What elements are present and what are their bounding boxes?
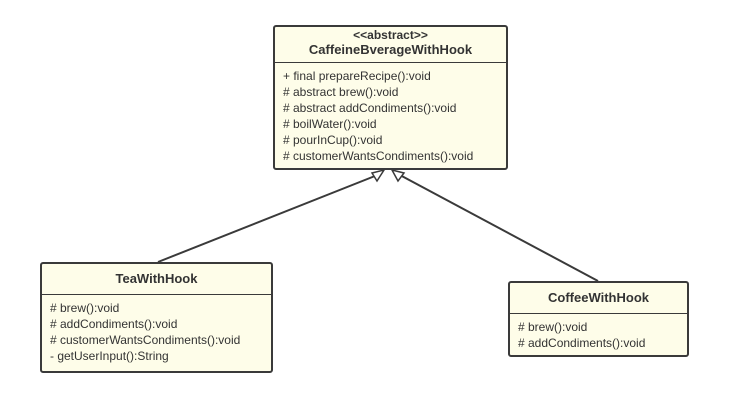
- class-coffee-with-hook[interactable]: CoffeeWithHook # brew():void # addCondim…: [508, 281, 689, 357]
- operation: # brew():void: [50, 301, 120, 315]
- tea-generalization-arrowhead: [370, 168, 386, 183]
- coffee-inheritance-line: [397, 173, 599, 282]
- class-caffeine-beverage-with-hook[interactable]: <<abstract>> CaffeineBverageWithHook + f…: [273, 25, 508, 170]
- operations-compartment: # brew():void # addCondiments():void # c…: [42, 295, 271, 364]
- operation: # customerWantsCondiments():void: [283, 149, 474, 163]
- stereotype-label: <<abstract>>: [353, 28, 428, 42]
- operation: # abstract brew():void: [283, 85, 399, 99]
- operation: # addCondiments():void: [50, 317, 178, 331]
- class-name: TeaWithHook: [115, 271, 198, 286]
- operation: # addCondiments():void: [518, 336, 646, 350]
- tea-inheritance-line: [157, 173, 381, 263]
- class-header: TeaWithHook: [42, 264, 271, 295]
- class-name: CaffeineBverageWithHook: [308, 42, 473, 57]
- operations-compartment: # brew():void # addCondiments():void: [510, 314, 687, 351]
- operation: # pourInCup():void: [283, 133, 383, 147]
- class-header: CoffeeWithHook: [510, 283, 687, 314]
- operation: # customerWantsCondiments():void: [50, 333, 241, 347]
- operation: - getUserInput():String: [50, 349, 169, 363]
- operation: # brew():void: [518, 320, 588, 334]
- operation: # abstract addCondiments():void: [283, 101, 457, 115]
- operations-compartment: + final prepareRecipe():void # abstract …: [275, 63, 506, 164]
- operation: # boilWater():void: [283, 117, 377, 131]
- class-tea-with-hook[interactable]: TeaWithHook # brew():void # addCondiment…: [40, 262, 273, 373]
- coffee-generalization-arrowhead: [390, 168, 406, 183]
- operation: + final prepareRecipe():void: [283, 69, 431, 83]
- class-name: CoffeeWithHook: [548, 290, 649, 305]
- class-header: <<abstract>> CaffeineBverageWithHook: [275, 27, 506, 63]
